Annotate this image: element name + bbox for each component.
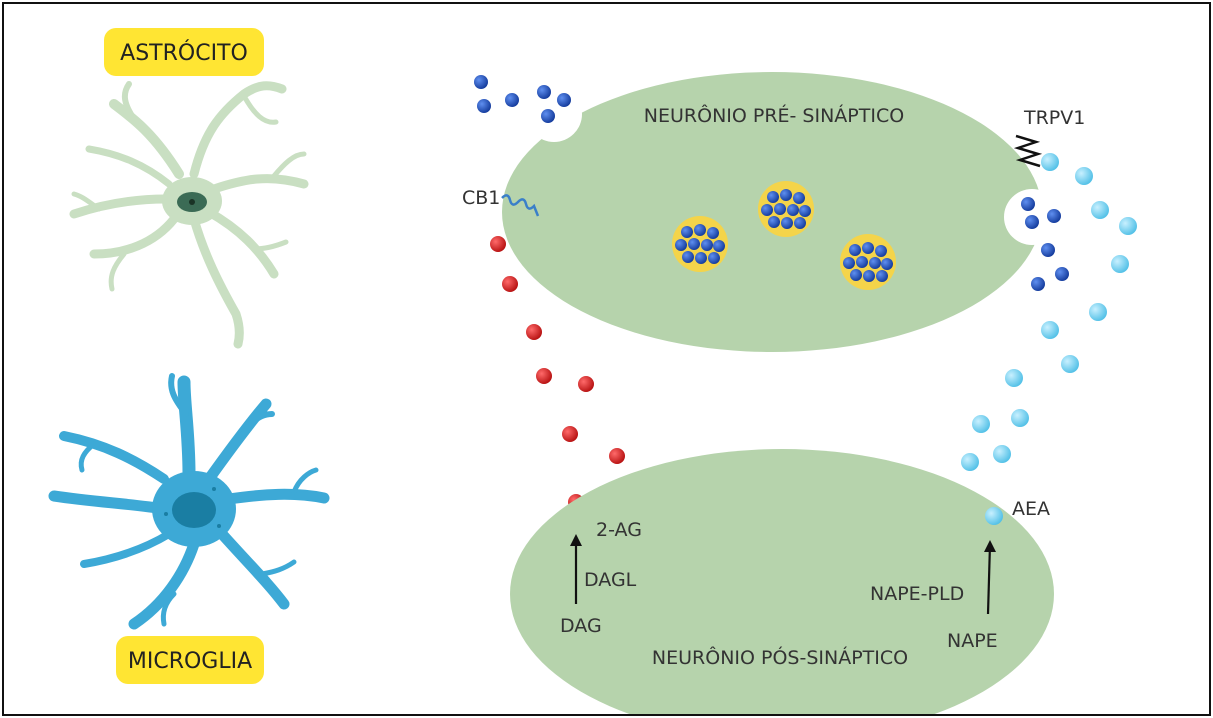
synaptic-vesicle-icon [840, 234, 896, 290]
two-ag-molecules [490, 236, 625, 510]
microglia-badge [116, 636, 264, 684]
dagl-arrow [570, 534, 582, 604]
astrocito-badge [104, 28, 264, 76]
trpv1-receptor-icon [1013, 134, 1043, 168]
microglia-nucleus [172, 492, 216, 528]
two-ag-label: 2-AG [596, 519, 642, 541]
dag-label: DAG [560, 615, 602, 637]
synaptic-vesicle-icon [672, 216, 728, 272]
pre-neuron-label: NEURÔNIO PRÉ- SINÁPTICO [644, 103, 904, 127]
trpv1-label: TRPV1 [1023, 107, 1085, 129]
microglia-label: MICROGLIA [128, 649, 252, 674]
post-synaptic-neuron [510, 449, 1054, 714]
microglia-icon [48, 373, 330, 630]
aea-molecules [961, 153, 1137, 471]
aea-molecule [985, 507, 1003, 525]
astrocito-label: ASTRÓCITO [120, 40, 248, 66]
astrocyte-icon [69, 81, 309, 349]
cb1-label: CB1 [462, 187, 500, 209]
nape-pld-arrow [984, 540, 996, 615]
cb1-receptor-icon [501, 194, 540, 217]
synapse-diagram: ASTRÓCITO MICROGLIA NEURÔNIO PRÉ- SINÁPT… [48, 28, 1137, 714]
aea-label: AEA [1012, 498, 1050, 520]
released-neurotransmitter-right [1021, 197, 1069, 291]
released-neurotransmitter-left [474, 75, 571, 123]
post-neuron-label: NEURÔNIO PÓS-SINÁPTICO [652, 645, 908, 669]
nape-label: NAPE [947, 630, 998, 652]
nape-pld-label: NAPE-PLD [870, 583, 964, 605]
dagl-label: DAGL [584, 569, 637, 591]
synaptic-vesicle-icon [758, 181, 814, 237]
